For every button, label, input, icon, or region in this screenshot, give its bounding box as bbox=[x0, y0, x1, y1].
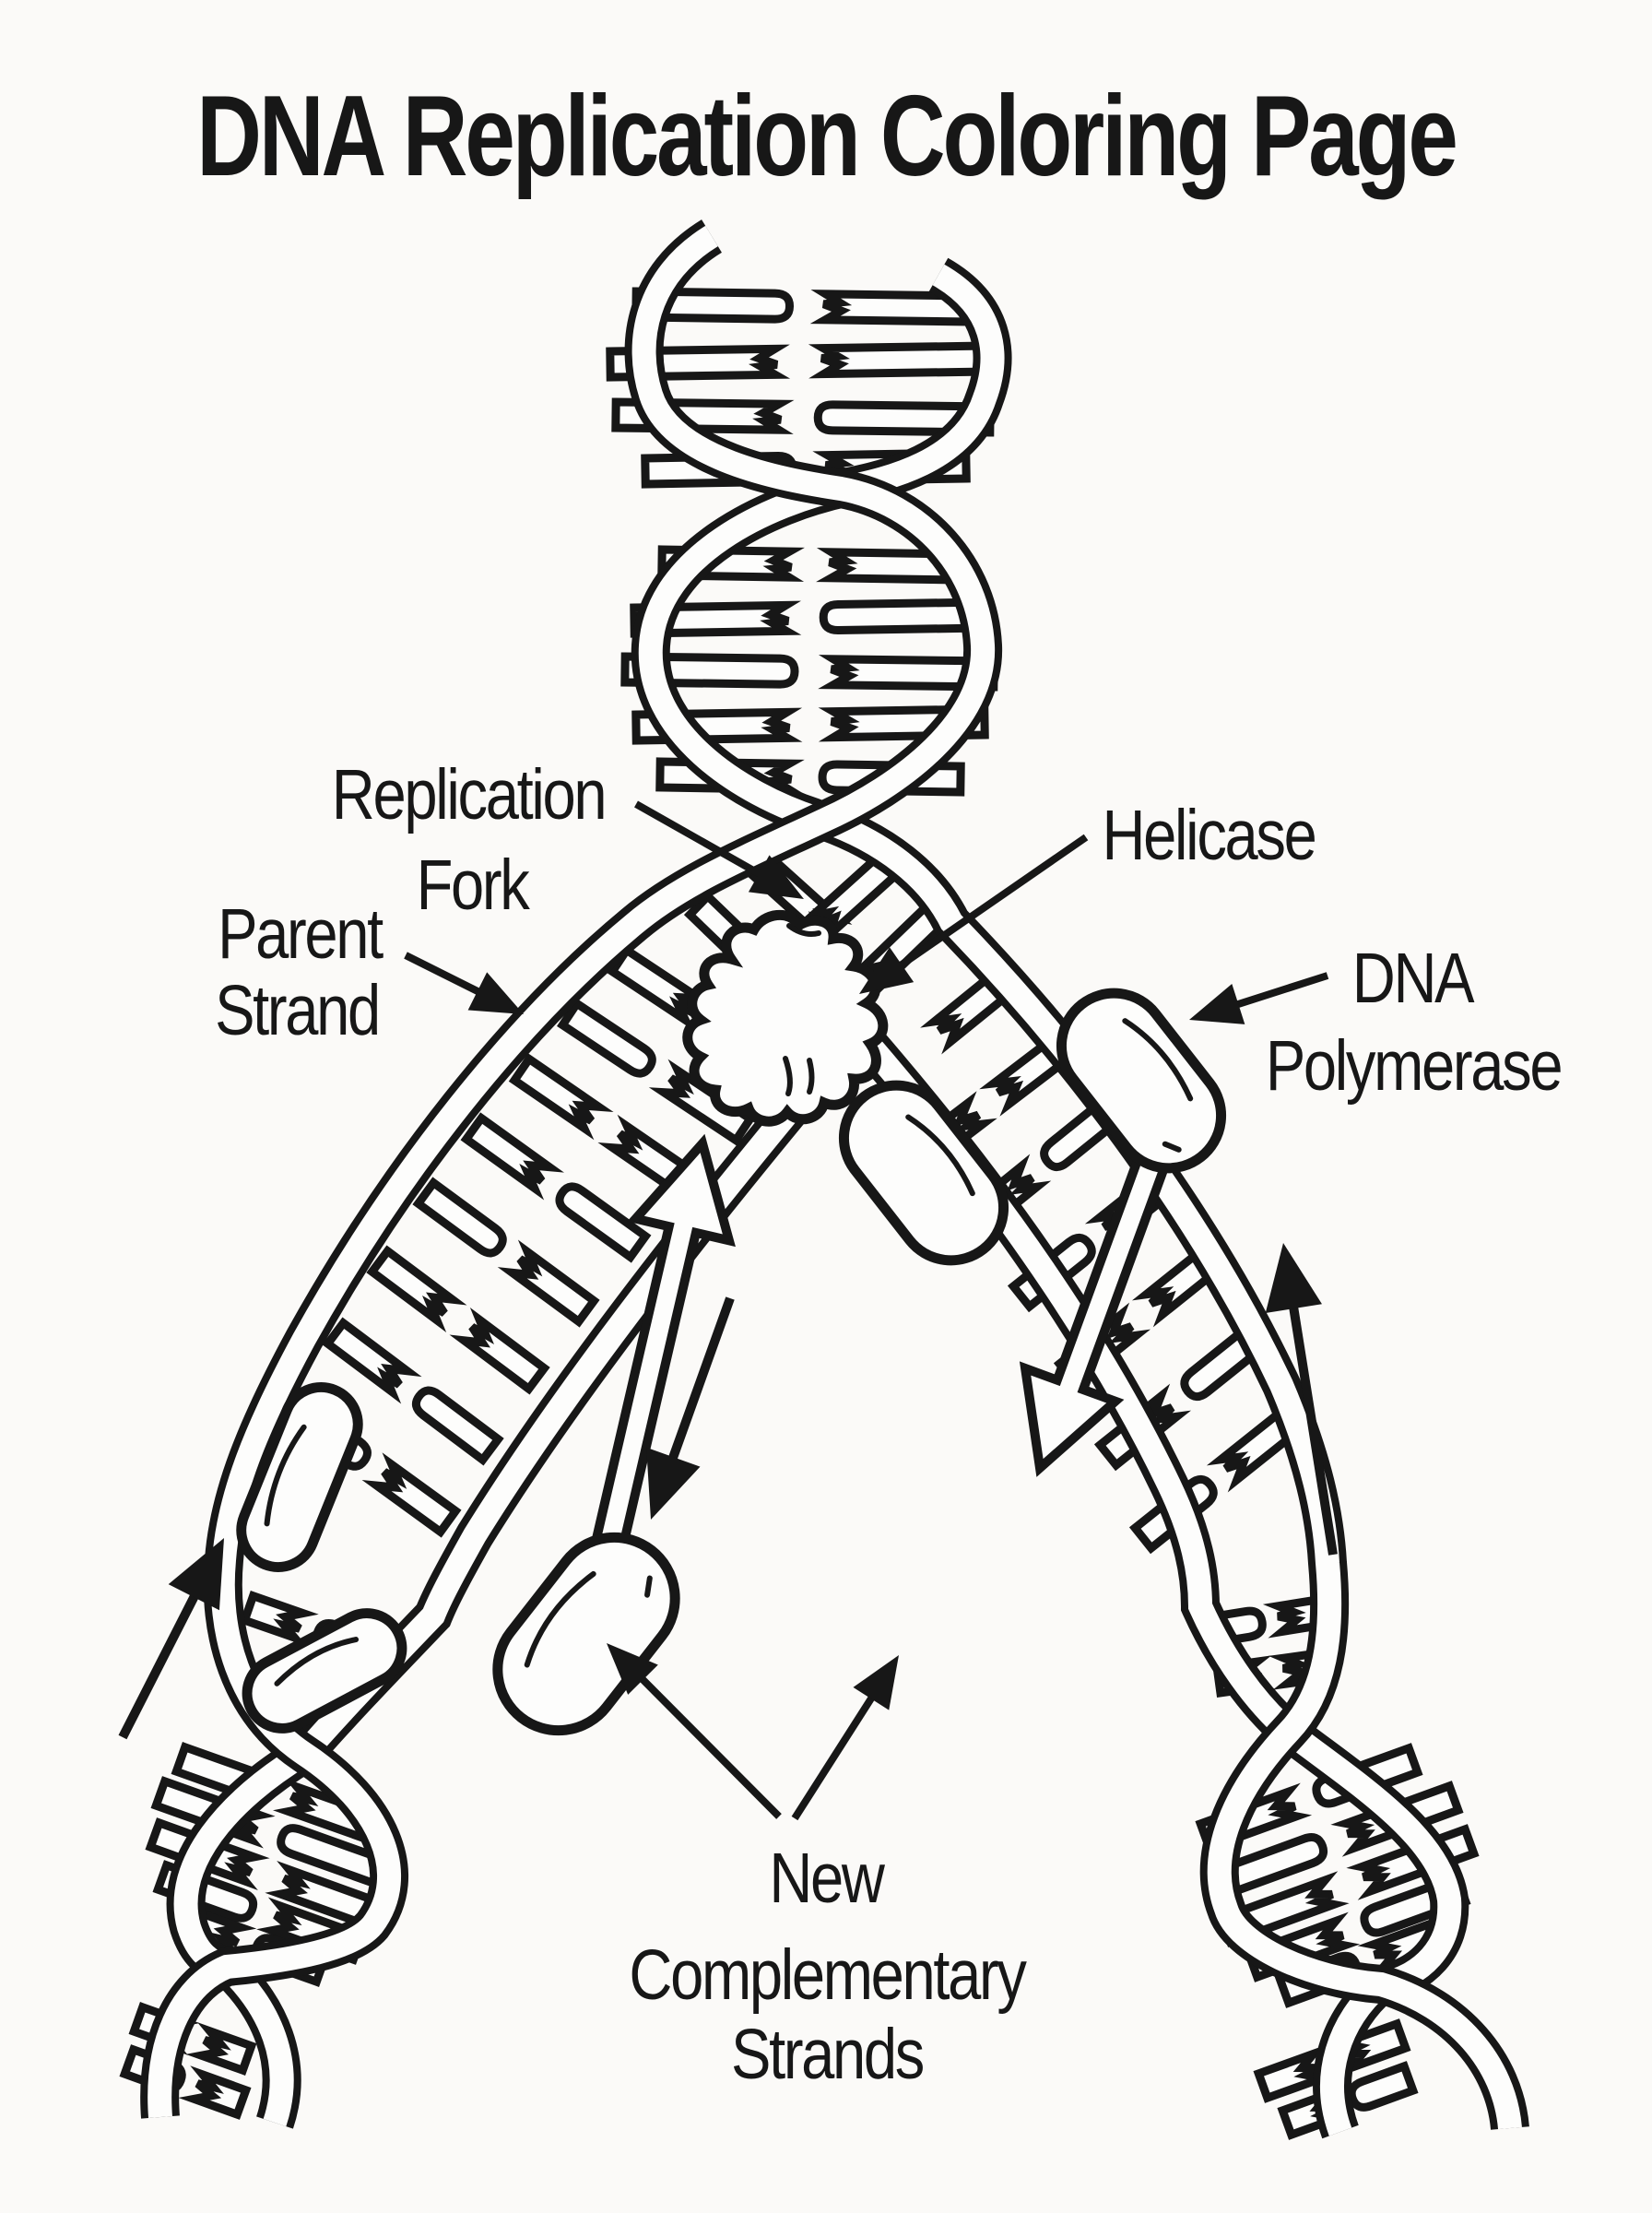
helicase-label: Helicase bbox=[1102, 796, 1315, 875]
new-complementary-strands-label-line1: New bbox=[769, 1839, 885, 1918]
base-pair-half-rung bbox=[411, 1386, 504, 1466]
diagram-labels: DNA Replication Coloring Page Replicatio… bbox=[196, 71, 1563, 2095]
parent-strand-left bbox=[148, 225, 996, 2118]
base-pair-half-rung bbox=[412, 1177, 507, 1258]
bottom-left-direction-arrow bbox=[118, 1590, 201, 1740]
right-branch-direction-arrow bbox=[1288, 1302, 1338, 1556]
base-pair-half-rung bbox=[239, 1591, 319, 1647]
base-pair-half-rung bbox=[322, 1317, 422, 1404]
base-pair-half-rung bbox=[1206, 1405, 1304, 1493]
new-complementary-strands-label-line2: Complementary bbox=[629, 1935, 1027, 2015]
base-pair-half-rung bbox=[449, 1308, 550, 1395]
left-branch-direction-arrow-head bbox=[646, 1447, 701, 1520]
dna-polymerase-label-line2: Polymerase bbox=[1266, 1026, 1561, 1106]
new-strands-right-leader-head bbox=[853, 1655, 899, 1710]
polymerase-lobe bbox=[838, 1080, 1009, 1266]
replication-fork-label-line2: Fork bbox=[417, 846, 531, 925]
base-pair-half-rung bbox=[819, 598, 989, 635]
dna-polymerase-leader bbox=[1232, 972, 1329, 1010]
parent-strand-label-line1: Parent bbox=[218, 894, 384, 974]
base-pair-half-rung bbox=[460, 1112, 564, 1201]
parent-strand-label-line2: Strand bbox=[215, 971, 379, 1050]
right-branch-direction-arrow-head bbox=[1265, 1243, 1322, 1313]
left-branch-direction-arrow bbox=[667, 1296, 735, 1464]
new-strands-left-leader-head bbox=[607, 1643, 658, 1695]
polymerase-lobe bbox=[492, 1532, 680, 1736]
base-pair-half-rung bbox=[497, 1239, 600, 1328]
base-pair-half-rung bbox=[185, 2022, 257, 2076]
base-pair-half-rung bbox=[1347, 2061, 1419, 2112]
helicase-leader bbox=[894, 834, 1089, 971]
replication-fork-leader bbox=[634, 800, 766, 880]
new-strands-left-leader bbox=[636, 1673, 782, 1819]
parent-strand-leader bbox=[404, 952, 485, 998]
replication-fork-leader-head bbox=[748, 855, 804, 899]
replication-fork-label-line1: Replication bbox=[332, 755, 605, 834]
label-leader-arrows bbox=[404, 800, 1329, 1821]
helicase-blob bbox=[682, 909, 889, 1127]
dna-polymerase-label-line1: DNA bbox=[1352, 939, 1475, 1018]
parent-strand-leader-head bbox=[467, 972, 524, 1014]
new-strand-arrows bbox=[571, 1133, 1172, 1637]
helicase-leader-head bbox=[859, 947, 914, 994]
base-pair-half-rung bbox=[555, 1182, 652, 1263]
base-pair-half-rung bbox=[557, 998, 656, 1078]
new-strands-right-leader bbox=[791, 1691, 878, 1821]
base-pair-half-rung bbox=[607, 944, 715, 1032]
new-complementary-strands-label-line3: Strands bbox=[731, 2015, 924, 2094]
base-pair-half-rung bbox=[277, 1824, 395, 1891]
dna-polymerase-blobs bbox=[236, 988, 1227, 1736]
polymerase-lobe bbox=[236, 1382, 363, 1572]
dna-polymerase-leader-head bbox=[1189, 984, 1245, 1024]
direction-arrows bbox=[118, 1243, 1338, 1740]
polymerase-lobe bbox=[242, 1608, 407, 1734]
bottom-left-direction-arrow-head bbox=[168, 1538, 224, 1611]
base-pair-half-rung bbox=[178, 2065, 252, 2120]
base-pair-half-rung bbox=[366, 1245, 467, 1332]
polymerase-lobe bbox=[1056, 988, 1227, 1174]
base-pair-half-rung bbox=[508, 1053, 614, 1141]
base-pair-half-rung bbox=[808, 341, 993, 379]
base-pair-half-rung bbox=[361, 1452, 462, 1538]
page-title: DNA Replication Coloring Page bbox=[196, 71, 1456, 200]
new-strand-direction-arrow bbox=[1019, 1149, 1172, 1477]
